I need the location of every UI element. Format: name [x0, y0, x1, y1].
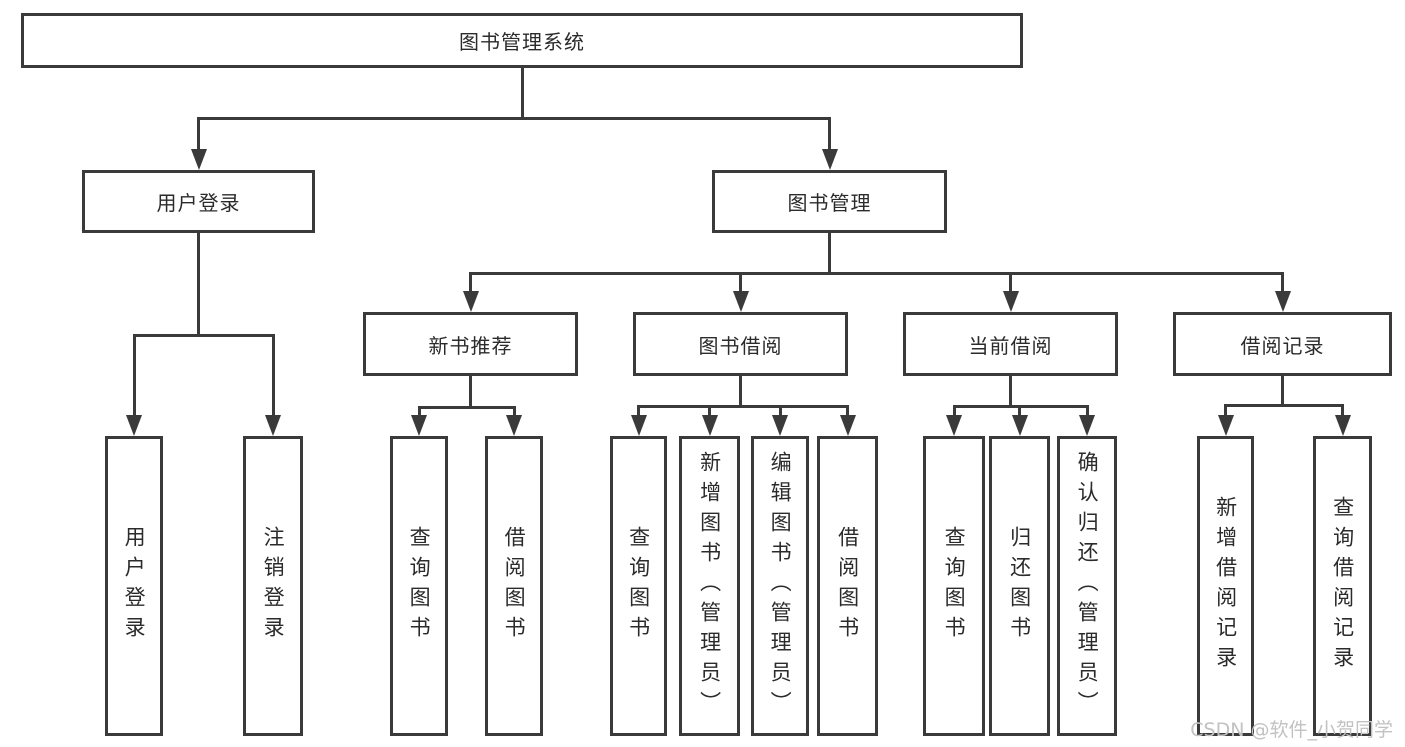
node-leaf-logout: 注销登录: [243, 436, 303, 736]
arrow-down-icon: [1079, 415, 1095, 436]
node-label-leaf-logout: 注销登录: [261, 526, 286, 646]
node-label-root: 图书管理系统: [459, 30, 585, 54]
node-label-leaf-bb-add: 新增图书（管理员）: [697, 451, 722, 721]
node-leaf-bb-borrow: 借阅图书: [817, 436, 878, 736]
node-leaf-bb-edit: 编辑图书（管理员）: [751, 436, 809, 736]
connector-stem-book-borrow: [739, 376, 742, 408]
node-leaf-nb-query: 查询图书: [390, 436, 448, 736]
node-label-leaf-cb-confirm: 确认归还（管理员）: [1075, 451, 1100, 721]
arrow-down-icon: [506, 415, 522, 436]
connector-drop-borrow-records: [1281, 273, 1284, 302]
node-book-mgmt: 图书管理: [712, 170, 947, 233]
arrow-down-icon: [946, 415, 962, 436]
connector-split-root: [197, 116, 831, 120]
arrow-down-icon: [1274, 291, 1291, 312]
connector-stem-root: [520, 68, 524, 120]
arrow-down-icon: [411, 415, 427, 436]
connector-drop-leaf-login: [132, 335, 136, 426]
node-label-leaf-bb-borrow: 借阅图书: [835, 526, 860, 646]
arrow-down-icon: [1334, 415, 1351, 436]
node-label-borrow-records: 借阅记录: [1240, 333, 1325, 358]
connector-drop-leaf-logout: [271, 335, 275, 426]
connector-stem-book-mgmt: [828, 233, 831, 275]
arrow-down-icon: [839, 415, 856, 436]
node-leaf-login: 用户登录: [105, 436, 163, 736]
connector-split-borrow-records: [1224, 403, 1344, 407]
arrow-down-icon: [265, 415, 281, 436]
node-leaf-cb-confirm: 确认归还（管理员）: [1057, 436, 1117, 736]
connector-drop-book-borrow: [739, 273, 742, 302]
arrow-down-icon: [1217, 415, 1234, 436]
arrow-down-icon: [732, 291, 749, 312]
connector-drop-new-books: [469, 273, 472, 302]
arrow-down-icon: [190, 149, 207, 170]
node-label-new-books: 新书推荐: [428, 333, 513, 358]
node-label-leaf-cb-return: 归还图书: [1007, 526, 1032, 646]
arrow-down-icon: [821, 149, 838, 170]
connector-stem-current-borrow: [1009, 376, 1012, 408]
node-new-books: 新书推荐: [363, 312, 578, 376]
node-label-leaf-cb-query: 查询图书: [942, 526, 967, 646]
node-leaf-br-query: 查询借阅记录: [1313, 436, 1372, 736]
node-leaf-bb-query: 查询图书: [610, 436, 667, 736]
connector-stem-borrow-records: [1281, 376, 1284, 407]
node-leaf-cb-query: 查询图书: [923, 436, 985, 736]
arrow-down-icon: [126, 415, 142, 436]
node-label-leaf-nb-query: 查询图书: [407, 526, 432, 646]
node-leaf-br-add: 新增借阅记录: [1197, 436, 1254, 736]
arrow-down-icon: [772, 415, 788, 436]
connector-drop-book-mgmt: [828, 118, 831, 160]
node-label-leaf-br-query: 查询借阅记录: [1330, 496, 1355, 676]
arrow-down-icon: [630, 415, 647, 436]
connector-split-new-books: [417, 405, 516, 409]
node-user-login: 用户登录: [82, 170, 315, 233]
node-current-borrow: 当前借阅: [903, 312, 1118, 376]
arrow-down-icon: [1011, 415, 1028, 436]
node-label-book-mgmt: 图书管理: [787, 191, 872, 215]
arrow-down-icon: [701, 415, 718, 436]
connector-split-book-borrow: [637, 404, 849, 408]
connector-stem-user-login: [197, 233, 200, 337]
connector-split-user-login: [132, 333, 275, 337]
node-label-current-borrow: 当前借阅: [968, 333, 1053, 358]
node-root: 图书管理系统: [21, 13, 1023, 68]
node-label-leaf-br-add: 新增借阅记录: [1213, 496, 1238, 676]
connector-stem-new-books: [469, 376, 472, 409]
node-leaf-bb-add: 新增图书（管理员）: [679, 436, 740, 736]
node-leaf-nb-borrow: 借阅图书: [485, 436, 543, 736]
watermark: CSDN @软件_小贺同学: [1190, 719, 1393, 741]
node-label-book-borrow: 图书借阅: [698, 333, 783, 358]
node-book-borrow: 图书借阅: [633, 312, 848, 376]
connector-split-book-mgmt: [469, 271, 1284, 275]
node-label-leaf-login: 用户登录: [122, 526, 147, 646]
arrow-down-icon: [1002, 291, 1019, 312]
connector-drop-user-login: [197, 118, 200, 160]
node-borrow-records: 借阅记录: [1173, 312, 1392, 376]
node-label-user-login: 用户登录: [156, 191, 241, 215]
node-label-leaf-nb-borrow: 借阅图书: [502, 526, 527, 646]
connector-drop-current-borrow: [1009, 273, 1012, 302]
node-label-leaf-bb-edit: 编辑图书（管理员）: [768, 451, 793, 721]
arrow-down-icon: [462, 291, 479, 312]
node-label-leaf-bb-query: 查询图书: [626, 526, 651, 646]
node-leaf-cb-return: 归还图书: [989, 436, 1050, 736]
